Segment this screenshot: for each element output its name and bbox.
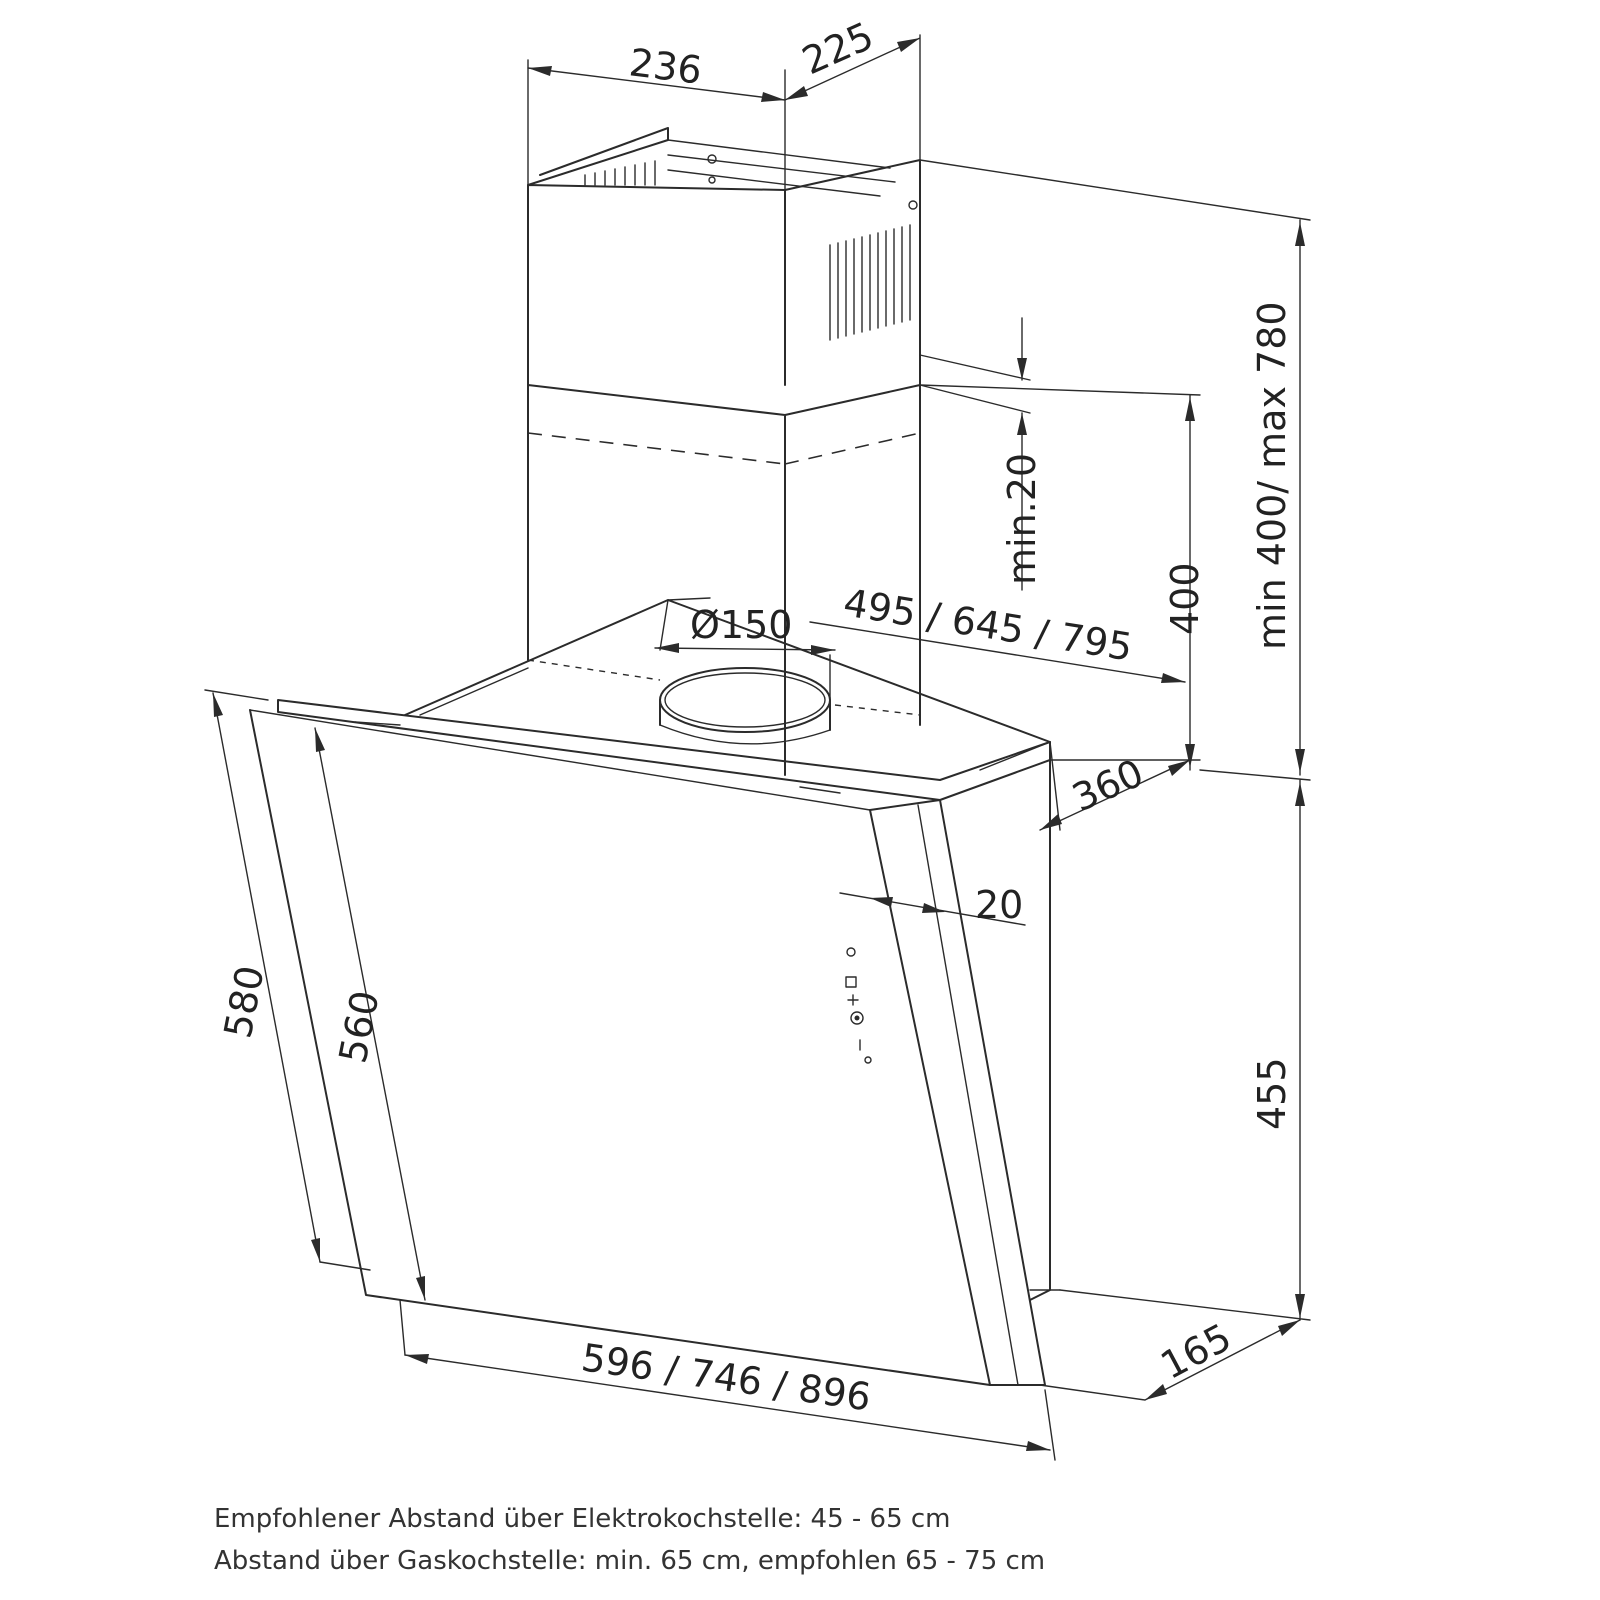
power-icon [864,1056,872,1064]
dim-min-overlap: min.20 [1000,453,1044,585]
hood-body [404,599,1051,1301]
dim-glass-height-inner: 560 [331,987,388,1067]
indicator-light [846,947,856,957]
dim-depth: 360 [1066,751,1150,821]
dim-widths-top: 495 / 645 / 795 [841,580,1136,669]
upper-chimney [527,127,921,386]
dim-glass-height-outer: 580 [216,962,273,1042]
control-panel [845,947,872,1064]
dim-bottom-depth: 165 [1154,1315,1239,1388]
dimension-labels: 236 225 min 400/ max 780 min.20 400 Ø150… [216,14,1294,1420]
dim-glass-offset: 20 [975,883,1023,927]
dim-chimney-height-range: min 400/ max 780 [1250,301,1294,650]
dim-lower-chimney: 400 [1163,562,1207,635]
button-square-icon [845,976,857,988]
lower-chimney [527,354,921,776]
dim-chimney-width: 236 [627,40,704,93]
dim-body-height: 455 [1250,1057,1294,1130]
glass-panel [249,699,1061,1386]
dim-chimney-depth: 225 [796,14,880,84]
note-gas-cooktop: Abstand über Gaskochstelle: min. 65 cm, … [214,1546,1046,1576]
dim-widths-bottom: 596 / 746 / 896 [579,1335,874,1419]
dim-duct-diameter: Ø150 [690,603,792,647]
dial-icon [850,1011,864,1025]
dimension-lines [204,34,1311,1461]
plus-icon [847,994,859,1006]
note-electric-cooktop: Empfohlener Abstand über Elektrokochstel… [214,1504,951,1534]
